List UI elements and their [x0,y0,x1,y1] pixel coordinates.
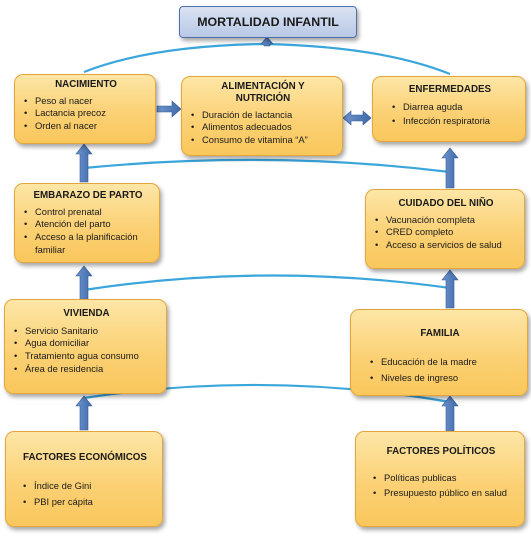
familia-title: FAMILIA [420,328,460,339]
arrow-to-mortalidad [260,36,274,47]
nacimiento-box: NACIMIENTO Peso al nacer Lactancia preco… [14,74,156,144]
vivienda-box: VIVIENDA Servicio Sanitario Agua domicil… [4,299,167,394]
vivienda-title: VIVIENDA [63,308,110,319]
nacimiento-list: Peso al nacer Lactancia precoz Orden al … [23,95,149,133]
enfermedades-title: ENFERMEDADES [408,84,492,95]
politicos-item: Políticas publicas [373,470,518,485]
cuidado-item: Acceso a servicios de salud [375,239,518,252]
vivienda-item: Tratamiento agua consumo [14,350,160,363]
cuidado-box: CUIDADO DEL NIÑO Vacunación completa CRE… [365,189,525,269]
politicos-item: Presupuesto público en salud [373,485,518,500]
arrow-alimentacion-enfermedades [342,110,372,126]
embarazo-list: Control prenatal Atención del parto Acce… [23,206,153,256]
economicos-title: FACTORES ECONÓMICOS [23,452,147,463]
embarazo-item: Control prenatal [24,206,153,219]
connector-embarazo-cuidado [83,158,451,174]
cuidado-item: CRED completo [375,226,518,239]
alimentacion-item: Consumo de vitamina “A” [191,134,336,147]
cuidado-title: CUIDADO DEL NIÑO [398,198,494,209]
arrow-nacimiento-alimentacion [156,100,182,118]
vivienda-item: Área de residencia [14,363,160,376]
embarazo-box: EMBARAZO DE PARTO Control prenatal Atenc… [14,183,160,263]
nacimiento-item: Orden al nacer [24,120,149,133]
politicos-box: FACTORES POLÍTICOS Políticas publicas Pr… [355,431,525,527]
arrow-economicos-vivienda [75,395,93,431]
economicos-list: Índice de Gini PBI per cápita [14,478,156,510]
enfermedades-list: Diarrea aguda Infección respiratoria [381,100,519,128]
familia-box: FAMILIA Educación de la madre Niveles de… [350,309,528,396]
alimentacion-title: ALIMENTACIÓN Y NUTRICIÓN [221,81,305,104]
familia-item: Niveles de ingreso [370,370,521,386]
embarazo-title: EMBARAZO DE PARTO [33,190,143,201]
nacimiento-title: NACIMIENTO [55,79,117,90]
vivienda-list: Servicio Sanitario Agua domiciliar Trata… [13,325,160,375]
mortalidad-infantil-title: MORTALIDAD INFANTIL [197,15,339,29]
embarazo-item: Atención del parto [24,218,153,231]
economicos-box: FACTORES ECONÓMICOS Índice de Gini PBI p… [5,431,163,527]
arrow-cuidado-enfermedades [441,147,459,189]
mortalidad-infantil-box: MORTALIDAD INFANTIL [179,6,357,38]
economicos-item: Índice de Gini [23,478,156,494]
arrow-politicos-familia [441,395,459,433]
arrow-vivienda-embarazo [75,265,93,301]
alimentacion-item: Alimentos adecuados [191,121,336,134]
arrow-familia-cuidado [441,269,459,309]
vivienda-item: Agua domiciliar [14,337,160,350]
familia-list: Educación de la madre Niveles de ingreso [359,354,521,386]
embarazo-item: Acceso a la planificación familiar [24,231,153,256]
nacimiento-item: Peso al nacer [24,95,149,108]
nacimiento-item: Lactancia precoz [24,107,149,120]
enfermedades-item: Diarrea aguda [392,100,519,114]
alimentacion-list: Duración de lactancia Alimentos adecuado… [190,109,336,147]
alimentacion-item: Duración de lactancia [191,109,336,122]
connector-top [83,42,451,76]
cuidado-item: Vacunación completa [375,214,518,227]
economicos-item: PBI per cápita [23,494,156,510]
alimentacion-box: ALIMENTACIÓN Y NUTRICIÓN Duración de lac… [181,76,343,156]
enfermedades-item: Infección respiratoria [392,114,519,128]
enfermedades-box: ENFERMEDADES Diarrea aguda Infección res… [372,76,526,142]
connector-vivienda-familia [83,274,451,292]
politicos-list: Políticas publicas Presupuesto público e… [364,470,518,500]
vivienda-item: Servicio Sanitario [14,325,160,338]
familia-item: Educación de la madre [370,354,521,370]
cuidado-list: Vacunación completa CRED completo Acceso… [374,214,518,252]
arrow-embarazo-nacimiento [75,143,93,183]
politicos-title: FACTORES POLÍTICOS [386,446,496,457]
